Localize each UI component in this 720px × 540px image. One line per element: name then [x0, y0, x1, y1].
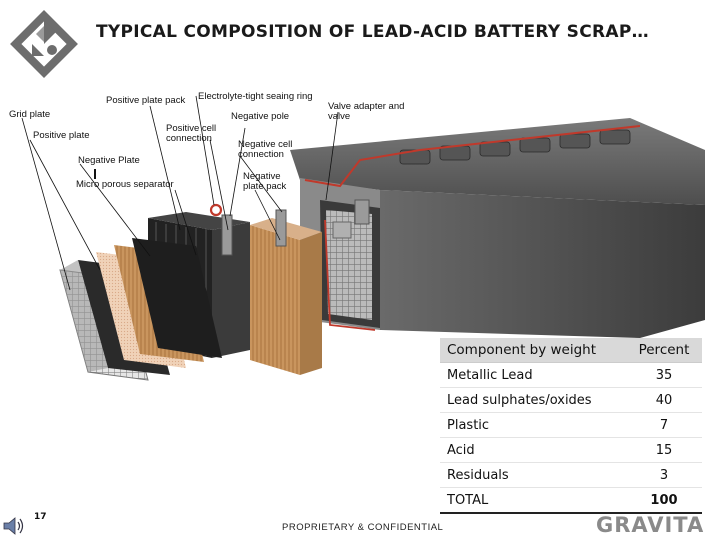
- label-micro-porous-separator: Micro porous separator: [76, 179, 174, 190]
- total-percent: 100: [650, 492, 678, 508]
- label-negative-plate: Negative Plate: [78, 155, 140, 166]
- label-positive-cell-connection: Positive cell connection: [166, 123, 217, 144]
- composition-table: Component by weight Percent Metallic Lea…: [440, 338, 702, 514]
- table-total-row: TOTAL 100: [440, 488, 702, 514]
- speaker-icon[interactable]: [2, 515, 26, 537]
- row-percent: 3: [659, 467, 669, 483]
- row-percent: 7: [659, 417, 669, 433]
- label-negative-pole: Negative pole: [231, 111, 290, 122]
- row-percent: 35: [655, 367, 673, 383]
- label-electrolyte-ring: Electrolyte-tight seaing ring: [198, 91, 313, 102]
- row-component: Residuals: [447, 467, 509, 483]
- label-positive-plate: Positive plate: [33, 130, 90, 141]
- row-component: Plastic: [447, 417, 490, 433]
- table-row: Acid 15: [440, 438, 702, 463]
- label-valve-adapter: Valve adapter and valve: [328, 101, 405, 122]
- label-negative-plate-pack: Negative plate pack: [243, 171, 287, 192]
- footer-confidential: PROPRIETARY & CONFIDENTIAL: [282, 522, 444, 533]
- table-row: Metallic Lead 35: [440, 363, 702, 388]
- table-row: Residuals 3: [440, 463, 702, 488]
- page-title: TYPICAL COMPOSITION OF LEAD-ACID BATTERY…: [96, 22, 649, 42]
- row-component: Lead sulphates/oxides: [447, 392, 592, 408]
- table-row: Lead sulphates/oxides 40: [440, 388, 702, 413]
- page-number: 17: [34, 512, 47, 522]
- header-percent: Percent: [638, 342, 690, 358]
- row-percent: 40: [655, 392, 673, 408]
- brand-logo-text: GRAVITA: [596, 513, 705, 537]
- table-header: Component by weight Percent: [440, 338, 702, 363]
- label-grid-plate: Grid plate: [9, 109, 51, 120]
- header-component: Component by weight: [447, 342, 597, 358]
- table-row: Plastic 7: [440, 413, 702, 438]
- label-positive-plate-pack: Positive plate pack: [106, 95, 186, 106]
- row-component: Acid: [447, 442, 475, 458]
- row-percent: 15: [655, 442, 673, 458]
- row-component: Metallic Lead: [447, 367, 533, 383]
- logo-emblem-icon: [10, 10, 78, 78]
- total-label: TOTAL: [447, 492, 489, 508]
- label-negative-cell-connection: Negative cell connection: [238, 139, 293, 160]
